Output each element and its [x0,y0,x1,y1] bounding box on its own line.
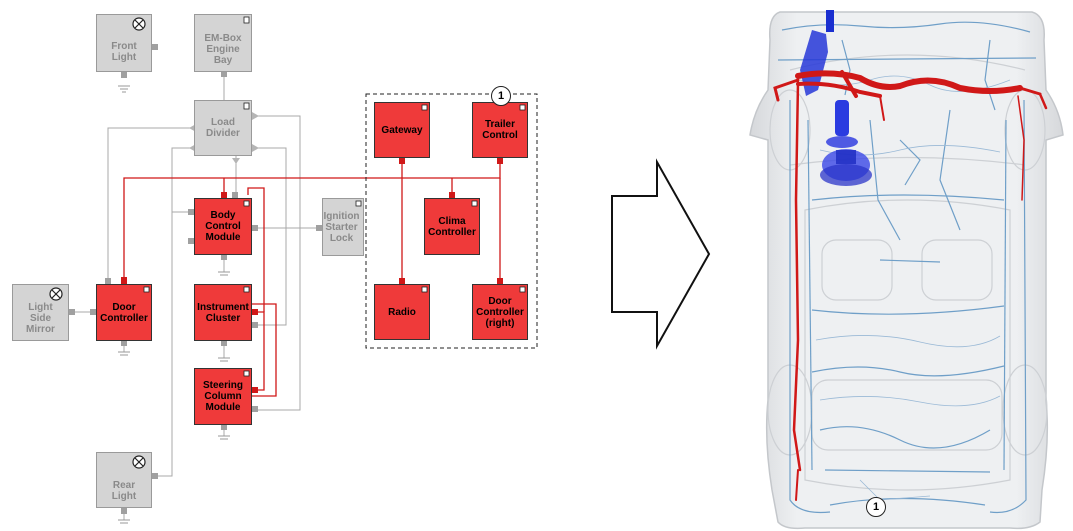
module-mark-icon [471,200,478,207]
red-harness [773,70,1048,501]
em-box-node: EM-Box Engine Bay [194,14,252,72]
trailer-control-node: Trailer Control [472,102,528,158]
lamp-icon [132,17,146,31]
radio-label: Radio [388,306,416,318]
lamp-icon [49,287,63,301]
gateway-label: Gateway [381,124,423,136]
door-controller-right-label: Door Controller (right) [476,295,524,329]
module-mark-icon [243,200,250,207]
door-controller-label: Door Controller [100,301,148,324]
radio-node: Radio [374,284,430,340]
load-divider-node: Load Divider [194,100,252,156]
module-mark-icon [421,104,428,111]
rear-light-label: Rear Light [111,480,137,502]
mapping-arrow [611,158,711,350]
body-control-label: Body Control Module [205,210,241,243]
clima-controller-node: Clima Controller [424,198,480,255]
red-pins [121,158,503,393]
module-mark-icon [243,286,250,293]
module-mark-icon [243,370,250,377]
gateway-node: Gateway [374,102,430,158]
em-box-label: EM-Box Engine Bay [204,33,242,66]
clima-controller-label: Clima Controller [428,215,476,238]
group-number-badge: 1 [491,86,511,106]
instrument-cluster-label: Instrument Cluster [197,301,249,324]
module-mark-icon [519,286,526,293]
door-controller-node: Door Controller [96,284,152,341]
car-location-badge: 1 [866,497,886,517]
steering-column-label: Steering Column Module [202,380,243,413]
door-controller-right-node: Door Controller (right) [472,284,528,340]
module-mark-icon [243,102,250,110]
engine-components [800,10,872,186]
module-mark-icon [243,16,250,24]
instrument-cluster-node: Instrument Cluster [194,284,252,341]
trailer-control-label: Trailer Control [482,119,518,141]
module-mark-icon [355,200,362,207]
ground-symbols [118,85,230,524]
ecu-group-frame [365,93,538,349]
front-light-label: Front Light [111,41,137,63]
module-mark-icon [143,286,150,293]
light-mirror-label: Light Side Mirror [26,302,55,335]
module-mark-icon [421,286,428,293]
body-control-module-node: Body Control Module [194,198,252,255]
gray-pins [69,44,322,514]
steering-column-node: Steering Column Module [194,368,252,425]
blue-harness [777,21,1037,514]
ignition-label: Ignition Starter Lock [323,210,360,244]
ignition-node: Ignition Starter Lock [322,198,364,256]
load-divider-label: Load Divider [206,117,240,139]
module-mark-icon [519,104,526,111]
lamp-icon [132,455,146,469]
